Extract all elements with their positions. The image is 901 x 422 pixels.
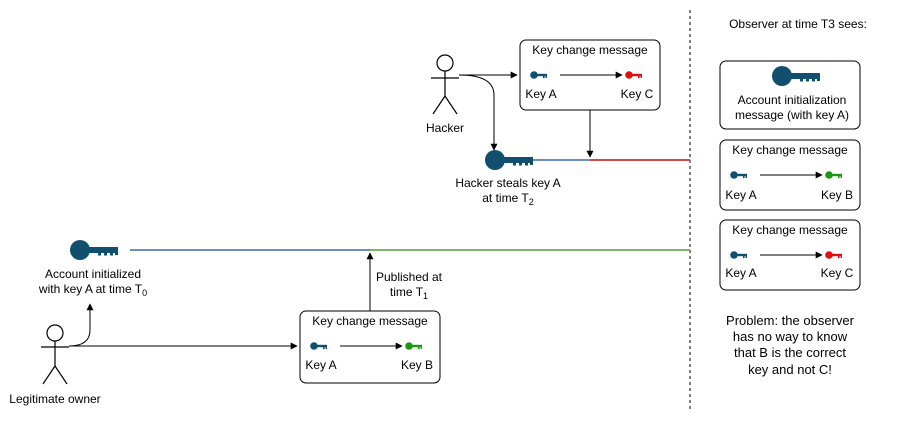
owner-message-box (299, 310, 441, 384)
observer-message-2-to: Key C (821, 266, 854, 280)
problem-line-4: key and not C! (748, 362, 832, 377)
observer-message-1-to: Key B (821, 188, 853, 202)
observer-message-1-from: Key A (725, 188, 756, 202)
problem-line-1: Problem: the observer (726, 313, 855, 328)
owner-figure (41, 324, 69, 385)
observer-init-label-2: message (with key A) (735, 108, 849, 122)
hacker-steal-label-2: at time T2 (482, 191, 533, 207)
owner-label: Legitimate owner (9, 392, 100, 406)
observer-init-box (719, 60, 861, 130)
published-label-1: Published at (376, 270, 443, 284)
observer-message-1-title: Key change message (732, 143, 848, 157)
hacker-label: Hacker (426, 121, 464, 135)
problem-line-2: has no way to know (733, 329, 848, 344)
owner-message-to: Key B (401, 358, 433, 372)
owner-message-from: Key A (305, 358, 336, 372)
problem-line-3: that B is the correct (734, 345, 846, 360)
observer-message-2-title: Key change message (732, 223, 848, 237)
published-label-2: time T1 (390, 285, 428, 301)
owner-init-arrow (68, 303, 94, 347)
hacker-steal-label-1: Hacker steals key A (455, 176, 560, 190)
observer-heading: Observer at time T3 sees: (729, 17, 867, 31)
account-init-label-1: Account initialized (45, 267, 141, 281)
hacker-message-from: Key A (525, 87, 556, 101)
observer-init-label-1: Account initialization (738, 93, 847, 107)
owner-message-title: Key change message (312, 314, 428, 328)
hacker-message-to: Key C (621, 87, 654, 101)
observer-message-2-from: Key A (725, 266, 756, 280)
account-init-label-2: with key A at time T0 (38, 282, 147, 298)
hacker-figure (431, 54, 459, 115)
key-icon (485, 150, 533, 170)
hacker-steal-arrow (458, 74, 498, 151)
key-icon (70, 240, 118, 260)
hacker-message-title: Key change message (532, 43, 648, 57)
